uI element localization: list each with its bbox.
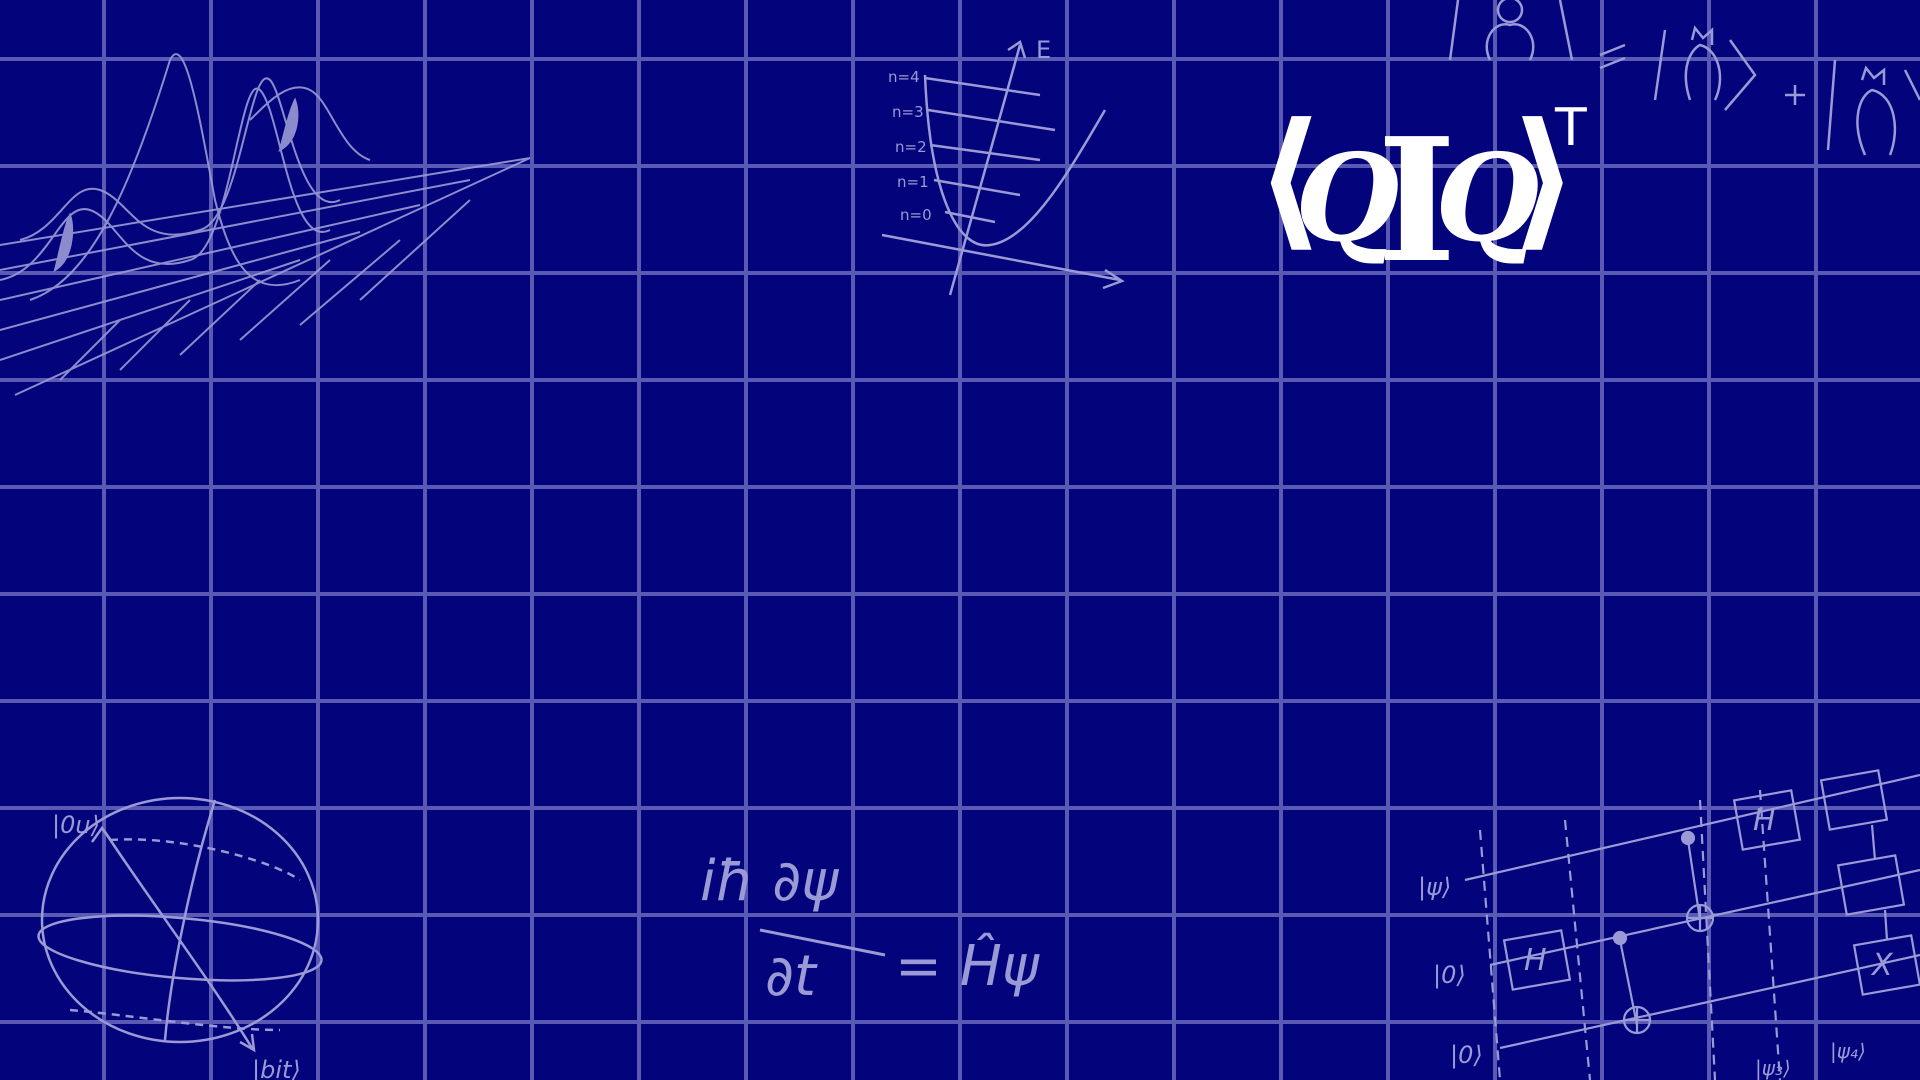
equation-lhs-bottom: ∂t [765, 944, 818, 1009]
circuit-input-label: |0⟩ [1450, 1041, 1483, 1069]
gate-h-label: H [1753, 803, 1776, 838]
qiqt-logo: ⟨ Q I Q ⟩ T [1255, 90, 1587, 280]
bloch-bottom-label: |bit⟩ [252, 1056, 301, 1080]
equation-lhs-top: iħ ∂ψ [700, 849, 839, 914]
logo-letter-i: I [1377, 101, 1457, 280]
level-label: n=4 [888, 68, 920, 86]
level-label: n=2 [895, 138, 927, 156]
circuit-output-label: |ψ₃⟩ [1755, 1056, 1791, 1080]
logo-letter-q2: Q [1435, 128, 1540, 269]
bloch-top-label: |0u⟩ [52, 811, 100, 839]
level-label: n=0 [900, 206, 932, 224]
logo-left-bracket: ⟨ [1255, 90, 1324, 266]
circuit-input-label: |0⟩ [1433, 961, 1466, 989]
level-label: n=3 [892, 103, 924, 121]
circuit-input-label: |ψ⟩ [1418, 873, 1451, 901]
gate-h-label: H [1524, 943, 1547, 978]
equation-rhs: = Ĥψ [895, 934, 1040, 999]
energy-axis-label: E [1036, 36, 1051, 64]
gate-x-label: X [1870, 948, 1894, 983]
logo-letter-q1: Q [1295, 128, 1400, 269]
level-label: n=1 [897, 173, 929, 191]
logo-right-bracket: ⟩ [1510, 90, 1579, 266]
circuit-output-label: |ψ₄⟩ [1830, 1039, 1866, 1063]
logo-superscript: T [1554, 98, 1587, 158]
